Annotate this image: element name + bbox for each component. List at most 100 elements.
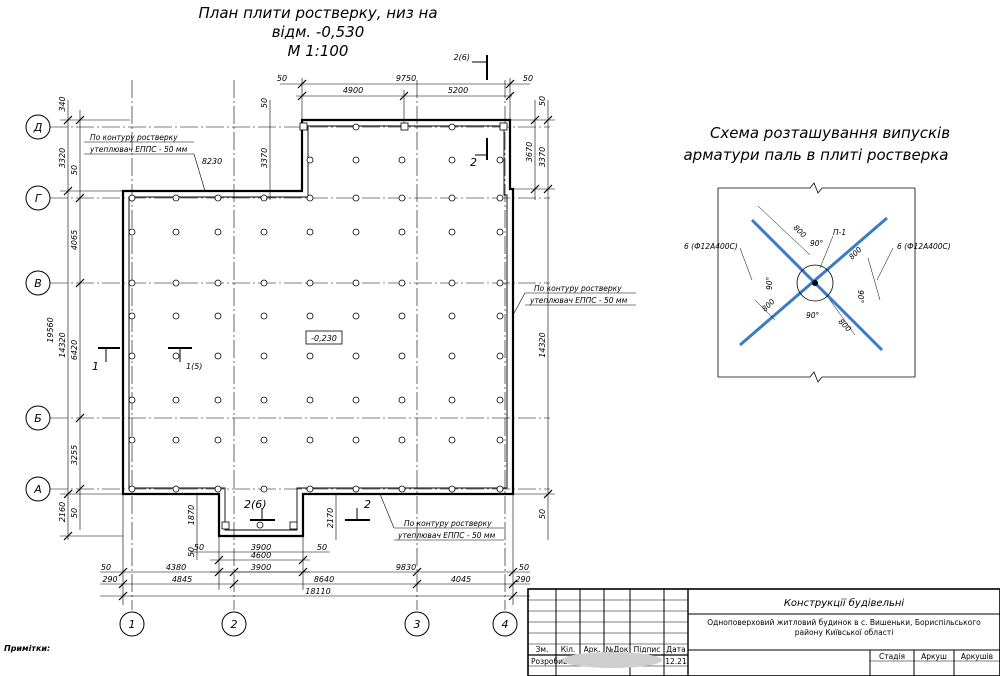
pile [214, 396, 222, 404]
section-1-5: 1(5) [186, 362, 202, 371]
pile [306, 352, 314, 360]
pile [214, 279, 222, 287]
pile [496, 279, 504, 287]
scheme-title-line2: арматури паль в плиті ростверка [683, 146, 948, 164]
slab-outline [121, 118, 515, 538]
axis-bubbles-numbers: 1 2 3 4 [119, 611, 518, 637]
contour-note-right: По контуру ростверку утеплювач ЕППС - 50… [512, 284, 636, 316]
contour-note-bottom-a: По контуру ростверку [404, 519, 492, 528]
pile [172, 279, 180, 287]
contour-note-bottom: По контуру ростверку утеплювач ЕППС - 50… [379, 493, 504, 541]
section-marks [98, 55, 488, 521]
pile [448, 123, 456, 131]
scheme-drawing [717, 182, 916, 383]
pile [128, 312, 136, 320]
scheme-len-3: 800 [760, 297, 777, 314]
titleblock-project: Одноповерховий житловий будинок в с. Виш… [707, 618, 981, 637]
dim-bot-8640: 8640 [314, 575, 334, 584]
titleblock-name: Конструкції будівельні [784, 597, 905, 609]
pile [306, 194, 314, 202]
pile [448, 485, 456, 493]
contour-note-top-left: По контуру ростверку утеплювач ЕППС - 50… [84, 133, 206, 192]
dim-bot-3900a: 3900 [251, 543, 271, 552]
section-1: 1 [92, 360, 99, 373]
dim-right-50b: 50 [538, 509, 547, 519]
tb-header-ark: Арк. [584, 645, 601, 654]
scheme-len-1: 800 [792, 223, 809, 240]
pile [260, 436, 268, 444]
dim-right-14320: 14320 [538, 332, 547, 357]
pile [214, 312, 222, 320]
scheme-pile-label: П-1 [833, 228, 846, 237]
pile [306, 156, 314, 164]
pile [172, 352, 180, 360]
dim-bot-4600: 4600 [251, 551, 271, 560]
tb-header-kil: Кіл. [561, 645, 576, 654]
pile [352, 194, 360, 202]
pile [398, 312, 406, 320]
dim-left-50b: 50 [70, 508, 79, 518]
pile [496, 312, 504, 320]
pile [260, 312, 268, 320]
pile [352, 436, 360, 444]
pile [260, 194, 268, 202]
pile [352, 279, 360, 287]
section-2-bottom: 2 [364, 498, 371, 511]
pile [172, 194, 180, 202]
dim-bot-50b: 50 [317, 543, 327, 552]
pile [496, 352, 504, 360]
dim-bot-9830: 9830 [396, 563, 416, 572]
axis-bubbles-letters: Д Г В Б А [25, 114, 51, 502]
pile [306, 312, 314, 320]
pile [306, 436, 314, 444]
pile [260, 396, 268, 404]
pile [306, 228, 314, 236]
plan-title-line2: відм. -0,530 [272, 23, 365, 41]
pile [398, 436, 406, 444]
axis-label-b: Б [34, 412, 42, 425]
pile [352, 485, 360, 493]
dim-bot-50c: 50 [101, 563, 111, 572]
dim-bot-4845: 4845 [172, 575, 192, 584]
pile [306, 279, 314, 287]
dim-bot-50d: 50 [519, 563, 529, 572]
dim-left-3370: 3370 [260, 148, 269, 168]
pile [172, 312, 180, 320]
axis-label-d: Д [33, 121, 43, 134]
contour-note-bottom-b: утеплювач ЕППС - 50 мм [397, 531, 496, 540]
dim-right-50: 50 [538, 96, 547, 106]
pile [172, 396, 180, 404]
dim-top-5200: 5200 [448, 86, 468, 95]
dim-top-9750: 9750 [396, 74, 416, 83]
tb-sheets: Аркушів [961, 652, 993, 661]
pile [398, 279, 406, 287]
axis-label-1: 1 [129, 618, 136, 631]
pile [398, 396, 406, 404]
pile [256, 521, 264, 529]
pile [214, 485, 222, 493]
pile [496, 228, 504, 236]
contour-note-right-a: По контуру ростверку [534, 284, 622, 293]
pile-square [221, 521, 230, 530]
scheme-left-rebar: 6 (Ф12А400С) [684, 242, 738, 251]
pile [352, 123, 360, 131]
pile [448, 436, 456, 444]
pile [172, 485, 180, 493]
pile [260, 352, 268, 360]
level-mark: -0,230 [311, 334, 337, 343]
section-2-6-top: 2(6) [454, 53, 470, 62]
pile [172, 228, 180, 236]
pile [496, 194, 504, 202]
pile-square [400, 122, 409, 131]
dim-bot-3900b: 3900 [251, 563, 271, 572]
pile [128, 194, 136, 202]
dim-left-50: 50 [70, 165, 79, 175]
tb-header-date: Дата [666, 645, 685, 654]
contour-note-b: утеплювач ЕППС - 50 мм [89, 145, 188, 154]
dim-left-4065: 4065 [70, 230, 79, 250]
plan-title-line1: План плити ростверку, низ на [198, 4, 437, 22]
dimension-texts: 50 9750 50 4900 5200 8230 340 3320 50 40… [46, 74, 547, 596]
pile [260, 485, 268, 493]
pile [128, 352, 136, 360]
dim-top-4900: 4900 [343, 86, 363, 95]
